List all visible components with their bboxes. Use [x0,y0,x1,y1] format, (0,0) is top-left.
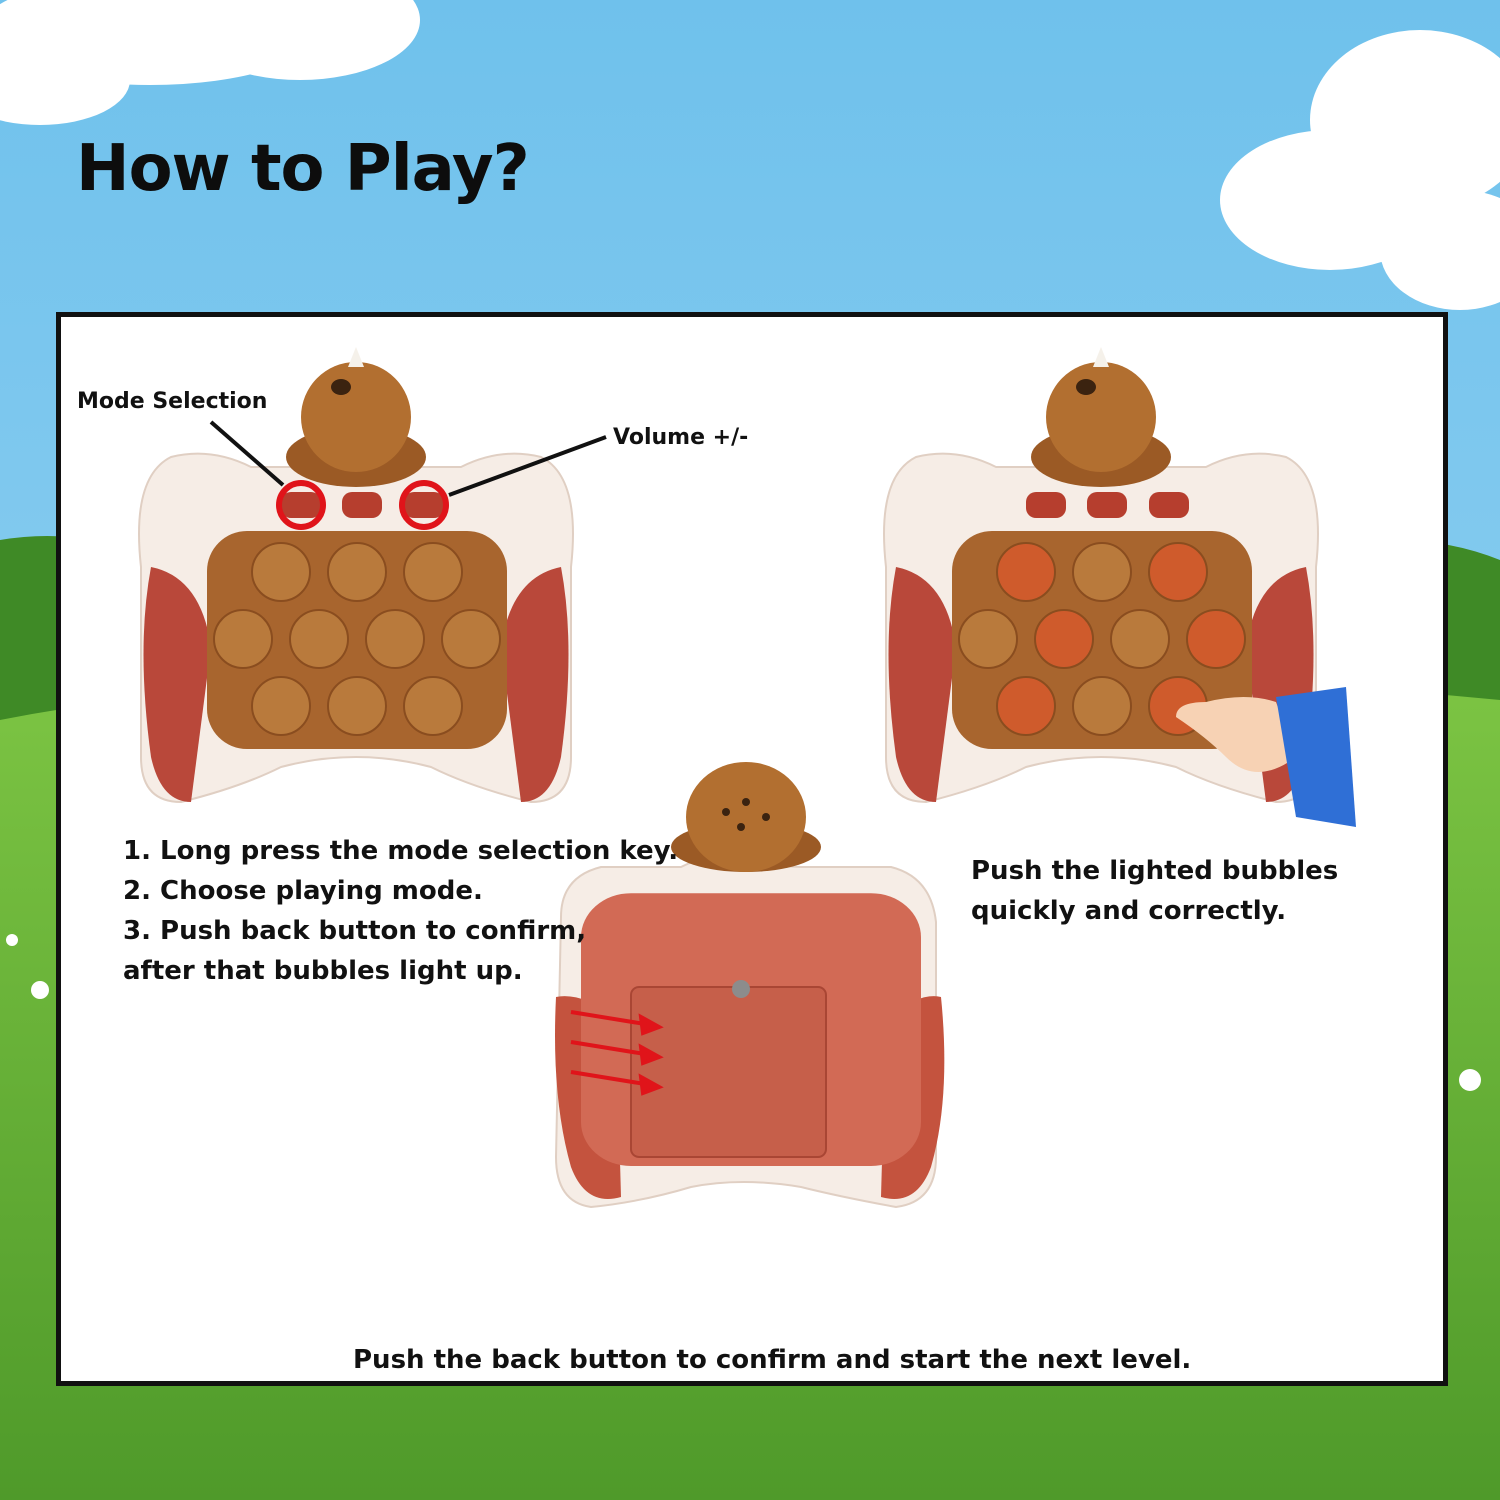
bubble[interactable] [441,609,501,669]
bubble[interactable] [996,542,1056,602]
bubble[interactable] [1186,609,1246,669]
caption-bottom: Push the back button to confirm and star… [353,1345,1192,1375]
bubble[interactable] [251,676,311,736]
device-front-right [883,347,1356,827]
top-buttons [281,492,444,518]
bubble[interactable] [403,542,463,602]
bubble[interactable] [327,542,387,602]
turtle-head [286,347,426,487]
bubble[interactable] [1034,609,1094,669]
instructions-panel: Mode Selection Volume +/- 1. Long press … [56,312,1448,1386]
volume-pointer-line [448,435,607,497]
pointing-hand-icon [1176,687,1356,827]
mode-selection-label: Mode Selection [77,389,268,414]
bubble[interactable] [1148,542,1208,602]
bubble[interactable] [365,609,425,669]
device-back [554,762,945,1209]
device-illustrations [138,347,1356,1209]
mode-pointer-line [209,420,285,487]
arrow-icons [570,1010,664,1096]
cloud-left [0,0,420,125]
bubble[interactable] [289,609,349,669]
bubble[interactable] [403,676,463,736]
bubble[interactable] [1072,542,1132,602]
step-1: 1. Long press the mode selection key. [123,836,679,866]
cloud-right [1220,30,1500,310]
bubble[interactable] [251,542,311,602]
bubble[interactable] [958,609,1018,669]
bubble[interactable] [213,609,273,669]
step-3: 3. Push back button to confirm, [123,916,587,946]
bubble[interactable] [1110,609,1170,669]
turtle-head-back [671,762,821,872]
device-front-left [138,347,574,804]
mode-highlight-ring [276,480,326,530]
caption-right-line-2: quickly and correctly. [971,896,1287,926]
bubble[interactable] [327,676,387,736]
step-2: 2. Choose playing mode. [123,876,483,906]
volume-highlight-ring [399,480,449,530]
step-list: 1. Long press the mode selection key. 2.… [123,831,678,991]
bubble-grid-left [213,542,501,736]
page-title: How to Play? [76,132,530,206]
bubble[interactable] [996,676,1056,736]
volume-label: Volume +/- [613,425,749,450]
bubble[interactable] [1072,676,1132,736]
step-3-continued: after that bubbles light up. [123,956,523,986]
caption-right: Push the lighted bubbles quickly and cor… [971,851,1338,931]
caption-right-line-1: Push the lighted bubbles [971,856,1339,886]
